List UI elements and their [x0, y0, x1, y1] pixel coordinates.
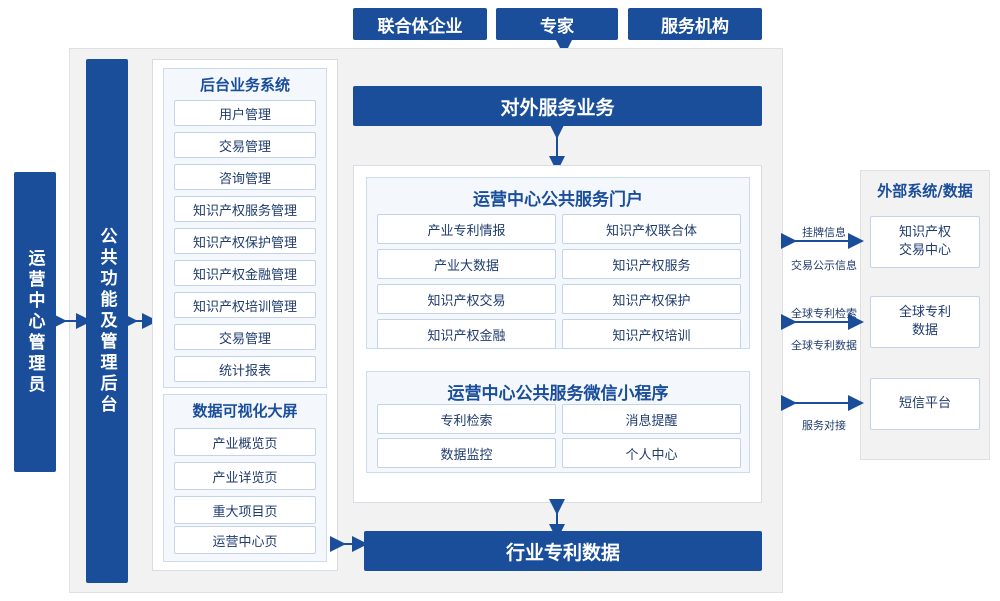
portal-item-5[interactable]: 知识产权保护 [562, 284, 741, 314]
backend-item-6[interactable]: 知识产权培训管理 [174, 292, 316, 318]
visualization-item-0[interactable]: 产业概览页 [174, 428, 316, 456]
portal-item-label: 知识产权金融 [427, 328, 506, 344]
external-connector-0-top: 挂牌信息 [802, 226, 846, 239]
backend-system-title: 后台业务系统 [199, 75, 290, 94]
top-box-0[interactable]: 联合体企业 [353, 8, 487, 40]
portal-item-label: 产业专利情报 [427, 223, 506, 239]
visualization-item-1[interactable]: 产业详览页 [174, 462, 316, 490]
common-admin-box[interactable]: 公共功能及管理后台 [86, 59, 128, 583]
portal-item-7[interactable]: 知识产权培训 [562, 319, 741, 349]
external-item-label: 全球专利数据 [898, 305, 951, 338]
industry-data-box[interactable]: 行业专利数据 [364, 531, 762, 571]
external-service-box[interactable]: 对外服务业务 [353, 86, 762, 126]
backend-item-label: 知识产权服务管理 [192, 203, 297, 219]
arrow-external-0 [781, 233, 864, 249]
miniprogram-item-0[interactable]: 专利检索 [377, 404, 556, 434]
top-box-label: 服务机构 [661, 16, 729, 37]
industry-data-title: 行业专利数据 [505, 541, 620, 564]
portal-item-1[interactable]: 知识产权联合体 [562, 214, 741, 244]
external-title: 外部系统/数据 [877, 181, 973, 200]
backend-item-3[interactable]: 知识产权服务管理 [174, 196, 316, 222]
miniprogram-item-label: 消息提醒 [625, 413, 678, 429]
backend-item-label: 交易管理 [218, 331, 271, 347]
backend-item-label: 知识产权金融管理 [192, 267, 297, 283]
external-connector-1-top: 全球专利检索 [791, 307, 857, 320]
external-item-0[interactable]: 知识产权交易中心 [870, 216, 980, 268]
arrow-left-to-industry [330, 536, 368, 552]
portal-item-4[interactable]: 知识产权交易 [377, 284, 556, 314]
left-admin-box[interactable]: 运营中心管理员 [14, 172, 56, 472]
top-box-1[interactable]: 专家 [496, 8, 618, 40]
backend-item-4[interactable]: 知识产权保护管理 [174, 228, 316, 254]
portal-item-6[interactable]: 知识产权金融 [377, 319, 556, 349]
left-admin-title: 运营中心管理员 [24, 248, 45, 396]
backend-item-label: 知识产权保护管理 [192, 235, 297, 251]
miniprogram-item-1[interactable]: 消息提醒 [562, 404, 741, 434]
external-connector-2-bottom: 服务对接 [802, 419, 846, 432]
common-admin-title: 公共功能及管理后台 [96, 226, 117, 416]
visualization-title: 数据可视化大屏 [192, 401, 298, 420]
visualization-item-label: 产业详览页 [212, 470, 278, 486]
backend-item-label: 知识产权培训管理 [192, 299, 297, 315]
portal-item-label: 知识产权保护 [612, 293, 691, 309]
top-box-2[interactable]: 服务机构 [628, 8, 762, 40]
portal-item-label: 知识产权交易 [427, 293, 506, 309]
top-box-label: 专家 [540, 16, 574, 37]
visualization-item-label: 重大项目页 [212, 504, 278, 520]
miniprogram-item-2[interactable]: 数据监控 [377, 438, 556, 468]
arrow-common-to-backend [122, 313, 158, 329]
backend-item-8[interactable]: 统计报表 [174, 356, 316, 382]
external-item-1[interactable]: 全球专利数据 [870, 296, 980, 348]
portal-title: 运营中心公共服务门户 [473, 189, 643, 210]
visualization-item-2[interactable]: 重大项目页 [174, 496, 316, 524]
visualization-item-label: 产业概览页 [212, 436, 278, 452]
external-item-label: 知识产权交易中心 [898, 225, 951, 258]
portal-item-label: 知识产权培训 [612, 328, 691, 344]
portal-item-2[interactable]: 产业大数据 [377, 249, 556, 279]
arrow-external-1 [781, 314, 864, 330]
backend-item-2[interactable]: 咨询管理 [174, 164, 316, 190]
arrow-service-to-portal [549, 123, 565, 172]
portal-item-0[interactable]: 产业专利情报 [377, 214, 556, 244]
backend-item-label: 统计报表 [218, 363, 271, 379]
external-connector-1-bottom: 全球专利数据 [791, 339, 857, 352]
miniprogram-title: 运营中心公共服务微信小程序 [447, 383, 669, 404]
external-item-2[interactable]: 短信平台 [870, 378, 980, 430]
external-connector-0-bottom: 交易公示信息 [791, 259, 857, 272]
external-item-label: 短信平台 [898, 396, 951, 411]
backend-item-7[interactable]: 交易管理 [174, 324, 316, 350]
backend-item-5[interactable]: 知识产权金融管理 [174, 260, 316, 286]
portal-item-3[interactable]: 知识产权服务 [562, 249, 741, 279]
portal-item-label: 产业大数据 [433, 258, 499, 274]
backend-item-label: 交易管理 [218, 139, 271, 155]
arrow-center-to-industry [549, 499, 565, 540]
miniprogram-item-3[interactable]: 个人中心 [562, 438, 741, 468]
arrow-admin-to-common [51, 313, 92, 329]
portal-item-label: 知识产权联合体 [605, 223, 697, 239]
portal-item-label: 知识产权服务 [612, 258, 691, 274]
backend-item-label: 咨询管理 [218, 171, 271, 187]
miniprogram-item-label: 个人中心 [625, 447, 678, 463]
arrow-external-2 [781, 395, 864, 411]
miniprogram-item-label: 数据监控 [440, 447, 493, 463]
top-box-label: 联合体企业 [377, 16, 463, 37]
miniprogram-item-label: 专利检索 [440, 413, 493, 429]
visualization-item-label: 运营中心页 [212, 534, 278, 550]
external-service-title: 对外服务业务 [500, 96, 615, 119]
backend-item-label: 用户管理 [218, 107, 271, 123]
visualization-item-3[interactable]: 运营中心页 [174, 526, 316, 554]
backend-item-0[interactable]: 用户管理 [174, 100, 316, 126]
backend-item-1[interactable]: 交易管理 [174, 132, 316, 158]
